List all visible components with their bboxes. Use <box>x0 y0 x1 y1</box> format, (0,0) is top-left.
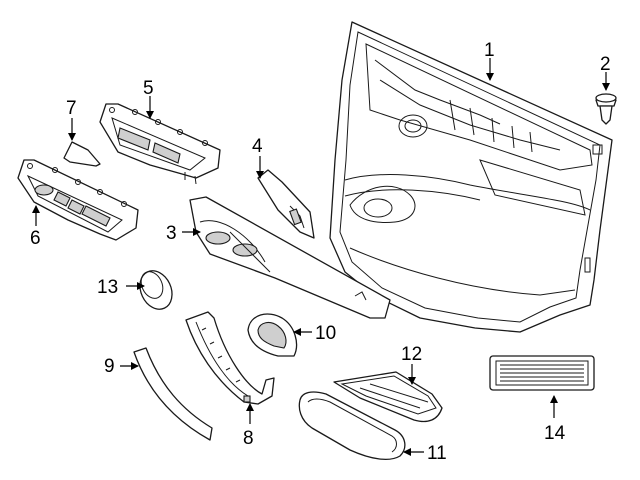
callout-3: 3 <box>166 223 177 244</box>
callout-11: 11 <box>427 443 447 464</box>
part-switch-panel-lower <box>17 159 139 241</box>
callout-7: 7 <box>66 98 77 119</box>
callout-2: 2 <box>600 54 611 75</box>
part-bezel <box>257 169 315 239</box>
callout-6: 6 <box>30 228 41 249</box>
part-clip <box>595 93 617 125</box>
callout-14: 14 <box>544 423 566 444</box>
callout-9: 9 <box>104 356 115 377</box>
part-grab-handle <box>185 311 275 405</box>
part-armrest-trim <box>189 196 391 319</box>
part-door-trim-panel <box>329 21 613 333</box>
part-handle-trim <box>133 347 213 441</box>
part-grille-cover <box>247 313 298 357</box>
callout-4: 4 <box>252 136 263 157</box>
callout-5: 5 <box>143 78 154 99</box>
callout-1: 1 <box>484 40 495 61</box>
callout-13: 13 <box>97 277 118 298</box>
part-cover-cap <box>63 141 101 167</box>
callout-8: 8 <box>243 428 254 449</box>
part-storage-pocket <box>298 391 406 461</box>
callout-10: 10 <box>315 323 336 344</box>
part-switch-panel-upper <box>99 103 221 185</box>
part-grille <box>489 355 595 391</box>
callout-12: 12 <box>401 344 422 365</box>
part-speaker-cover <box>139 270 173 310</box>
